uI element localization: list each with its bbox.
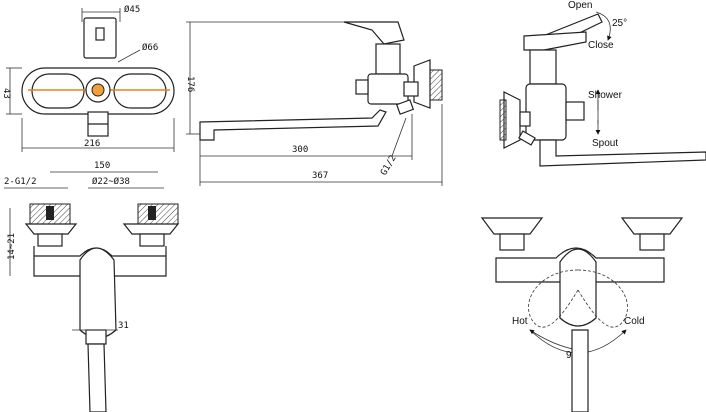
shower-label: Shower xyxy=(588,90,623,101)
side-lever xyxy=(343,21,405,45)
bottom-dim-thread-label: 2-G1/2 xyxy=(4,177,37,187)
bottom-dim-dia-label: Ø22~Ø38 xyxy=(92,176,130,187)
dim-height-label: 43 xyxy=(1,88,11,99)
side-view: 176 300 G1/2 367 xyxy=(185,21,443,186)
lever-handle xyxy=(83,17,117,59)
bottom-spout xyxy=(87,343,107,412)
spout-label: Spout xyxy=(592,138,618,149)
close-label: Close xyxy=(588,40,614,51)
rot-spout xyxy=(571,329,589,412)
side-dim-spout-label: 300 xyxy=(292,145,308,155)
side-dim-total-label: 367 xyxy=(312,171,328,181)
bottom-dim-height-label: 14~21 xyxy=(7,233,17,260)
rot-sweep-left xyxy=(528,269,579,328)
rot-flange-left xyxy=(480,217,544,235)
bottom-view: 150 2-G1/2 Ø22~Ø38 mmmf 14~21 31 xyxy=(4,161,180,412)
hot-label: Hot xyxy=(512,316,528,327)
rot-sweep-right xyxy=(577,269,628,328)
spout xyxy=(199,109,387,141)
rot-flange-right xyxy=(620,217,684,235)
bottom-dim-spacing-label: 150 xyxy=(94,161,110,171)
rot-handle xyxy=(559,248,597,327)
diverter-body xyxy=(525,83,567,141)
op-spout xyxy=(539,139,706,167)
side-dim-height-label: 176 xyxy=(185,76,195,92)
dim-top-label: Ø45 xyxy=(124,4,140,15)
dim-body-dia-label: Ø66 xyxy=(142,42,158,53)
side-body xyxy=(367,73,409,105)
bottom-dim-handle-label: 31 xyxy=(118,321,129,331)
cold-label: Cold xyxy=(624,316,645,327)
angle-25-label: 25° xyxy=(612,18,627,29)
front-view: Ø45 Ø66 43 216 xyxy=(1,4,175,152)
rotation-view: mmmf Hot Cold 90° xyxy=(480,217,684,412)
lever-closed xyxy=(523,31,587,51)
side-dim-thread-label: G1/2 xyxy=(379,154,399,178)
bottom-handle xyxy=(79,247,117,339)
wall-right xyxy=(137,203,179,225)
open-close-arrow xyxy=(595,11,612,41)
op-wall-flange xyxy=(503,91,521,149)
open-label: Open xyxy=(568,0,592,11)
operation-view: Open 25° Close Shower Spout xyxy=(499,0,706,167)
dim-width-label: 216 xyxy=(84,139,100,149)
